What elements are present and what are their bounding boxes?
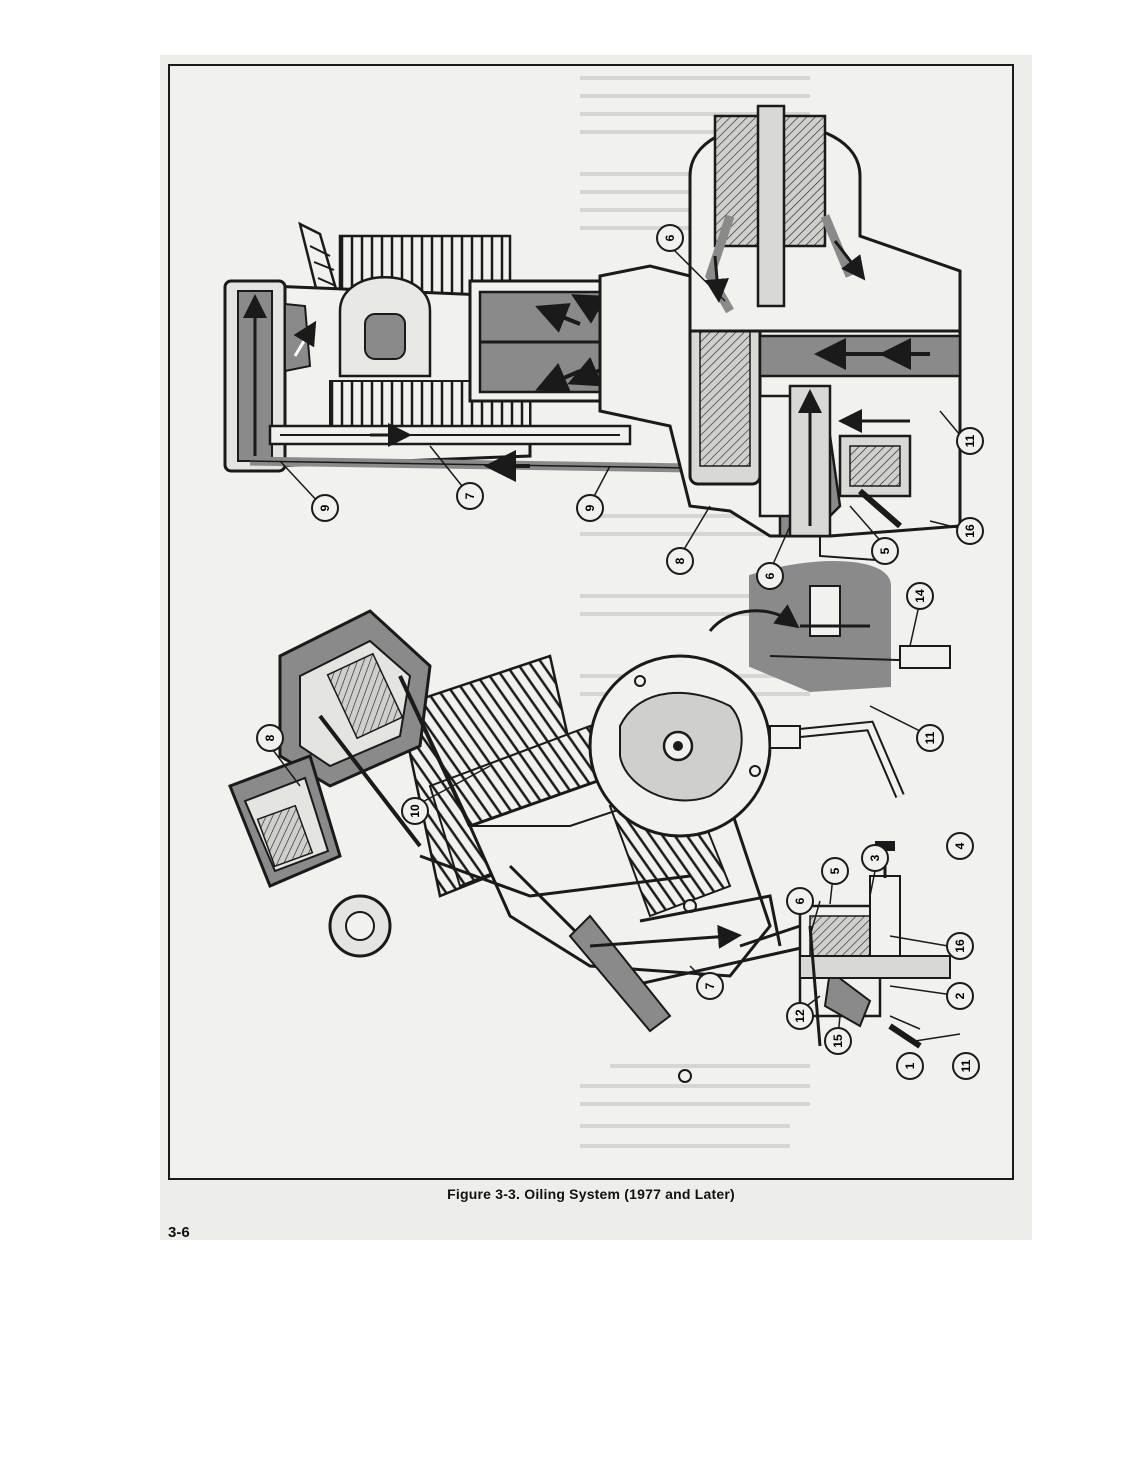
callout-1: 1	[896, 1052, 924, 1080]
callout-number: 15	[831, 1034, 845, 1048]
callout-6: 6	[786, 887, 814, 915]
callout-number: 9	[583, 504, 597, 511]
callout-number: 3	[868, 854, 882, 861]
callout-10: 10	[401, 797, 429, 825]
callout-6: 6	[756, 562, 784, 590]
callout-number: 11	[923, 731, 937, 744]
callout-number: 6	[763, 572, 777, 579]
callout-number: 5	[828, 867, 842, 874]
callout-number: 1	[903, 1062, 917, 1069]
callout-16: 16	[946, 932, 974, 960]
callout-5: 5	[821, 857, 849, 885]
pump-drive-inset	[708, 561, 951, 693]
callout-7: 7	[696, 972, 724, 1000]
callout-number: 7	[703, 982, 717, 989]
callout-9: 9	[311, 494, 339, 522]
callout-15: 15	[824, 1027, 852, 1055]
callout-number: 16	[963, 524, 977, 538]
callout-11: 11	[916, 724, 944, 752]
callout-8: 8	[256, 724, 284, 752]
callout-number: 6	[663, 234, 677, 241]
callout-number: 7	[463, 492, 477, 499]
callout-6: 6	[656, 224, 684, 252]
callout-number: 14	[913, 589, 927, 603]
callout-number: 2	[953, 992, 967, 999]
callout-number: 5	[878, 547, 892, 554]
callout-number: 10	[408, 804, 422, 818]
callout-number: 16	[953, 939, 967, 953]
callout-number: 4	[953, 842, 967, 849]
callout-4: 4	[946, 832, 974, 860]
page-number: 3-6	[168, 1224, 190, 1241]
timer-cover-detail	[588, 654, 905, 838]
callout-12: 12	[786, 1002, 814, 1030]
callout-8: 8	[666, 547, 694, 575]
callout-number: 11	[963, 434, 977, 447]
callout-number: 11	[959, 1059, 973, 1072]
callout-number: 8	[673, 557, 687, 564]
callout-11: 11	[956, 427, 984, 455]
gear-housing	[688, 104, 962, 333]
callout-5: 5	[871, 537, 899, 565]
callout-16: 16	[956, 517, 984, 545]
figure-caption: Figure 3-3. Oiling System (1977 and Late…	[447, 1186, 735, 1202]
callout-3: 3	[861, 844, 889, 872]
upper-engine-section	[223, 221, 962, 562]
callout-number: 9	[318, 504, 332, 511]
callout-number: 6	[793, 897, 807, 904]
callout-number: 8	[263, 734, 277, 741]
callout-number: 12	[793, 1009, 807, 1023]
callout-7: 7	[456, 482, 484, 510]
callout-2: 2	[946, 982, 974, 1010]
callout-11: 11	[952, 1052, 980, 1080]
callout-9: 9	[576, 494, 604, 522]
callout-14: 14	[906, 582, 934, 610]
